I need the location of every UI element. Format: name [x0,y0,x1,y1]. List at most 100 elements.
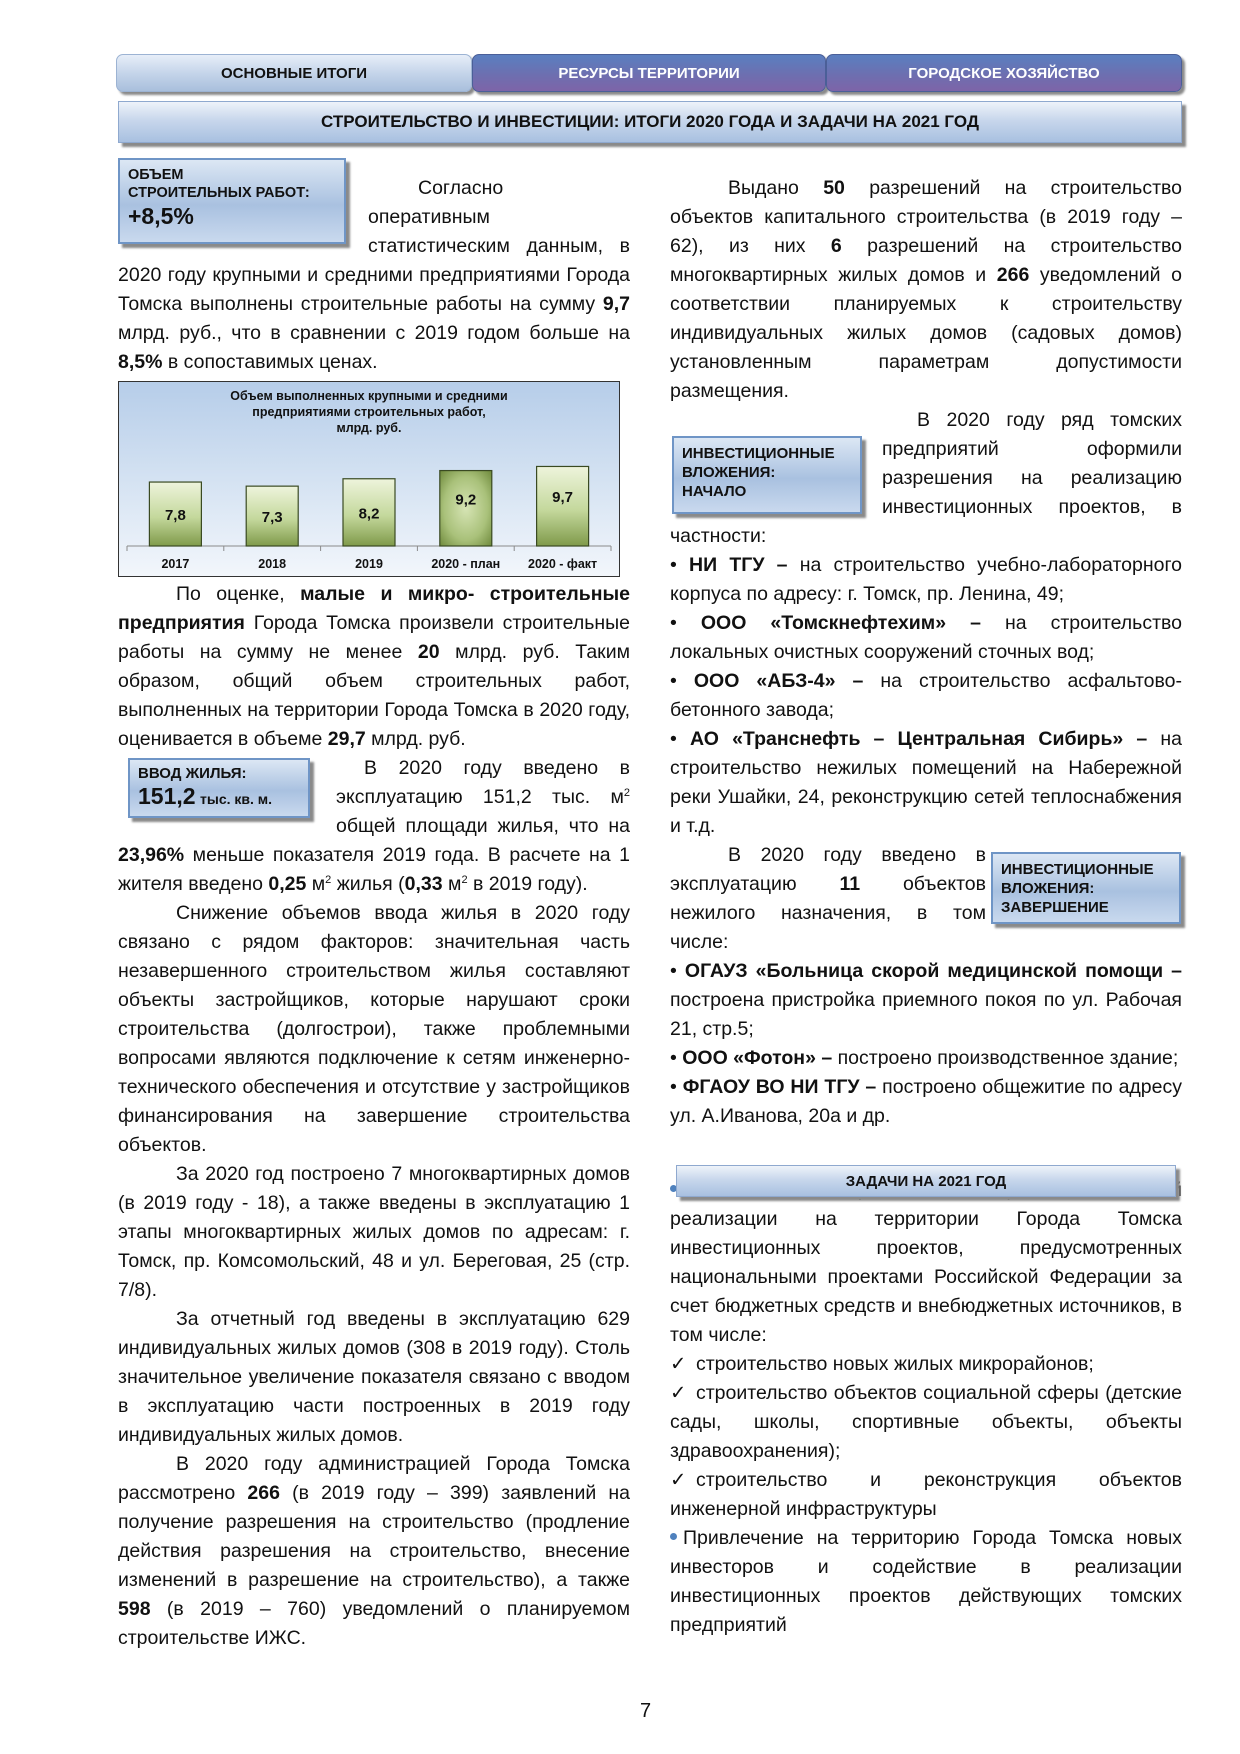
text-run: в сопоставимых ценах. [162,351,378,373]
callout-value: +8,5% [128,203,194,229]
item-text: на строительство асфальтово-бетонного за… [670,670,1182,721]
bold-value: 11 [839,873,861,895]
x-tick-label: 2019 [355,557,383,571]
bullet-dot-icon [670,1185,677,1192]
paragraph-permits-reviewed: В 2020 году администрацией Города Томска… [118,1450,630,1653]
x-tick-label: 2020 - факт [528,557,597,571]
paragraph-individual-houses: За отчетный год введены в эксплуатацию 6… [118,1308,630,1446]
callout-label: СТРОИТЕЛЬНЫХ РАБОТ: [128,185,310,201]
text-run: м [306,873,326,895]
bar-value-label: 8,2 [359,505,380,522]
bold-value: 0,33 [404,873,443,895]
bar-2017 [148,481,202,547]
item-text: на строительство локальных очистных соор… [670,612,1183,663]
subtask-text: строительство новых жилых микрорайонов; [696,1353,1094,1375]
text-run: объектов нежилого назначения, в том числ… [670,873,987,953]
item-text: на строительство учебно-лабораторного ко… [670,554,1182,605]
text-run: (в 2019 году – 399) заявлений на получен… [118,1482,630,1591]
list-item: • ООО «Фотон» – построено производственн… [670,1047,1179,1069]
paragraph-construction-volume: Согласно оперативным статистическим данн… [118,174,630,377]
item-text: построено производственное здание; [832,1047,1179,1069]
bar-value-label: 7,3 [262,509,283,526]
paragraph-text: Согласно оперативным статистическим данн… [118,174,630,377]
tab-label: ГОРОДСКОЕ ХОЗЯЙСТВО [908,64,1100,82]
bold-value: 266 [247,1482,280,1504]
callout-construction-volume: ОБЪЕМ СТРОИТЕЛЬНЫХ РАБОТ: +8,5% [118,158,346,244]
paragraph-text: В 2020 году введено в эксплуатацию 151,2… [118,754,630,899]
text-run: В 2020 году ряд томских предприятий офор… [670,409,1182,547]
superscript: 2 [325,874,332,886]
text-run: В 2020 году введено в эксплуатацию [670,844,986,895]
checkmark-icon: ✓ [670,1353,687,1375]
x-tick-label: 2018 [258,557,286,571]
tab-main-results[interactable]: ОСНОВНЫЕ ИТОГИ [116,54,472,92]
callout-value: 151,2 [138,783,196,809]
callout-label: ЗАВЕРШЕНИЕ [1001,899,1109,916]
bar-2018 [245,485,299,547]
subtask-item: ✓ строительство новых жилых микрорайонов; [670,1350,1182,1379]
text-run: м [442,873,462,895]
subtask-item: ✓строительство объектов социальной сферы… [670,1379,1182,1466]
tab-territory-resources[interactable]: РЕСУРСЫ ТЕРРИТОРИИ [472,54,826,92]
paragraph-text: По оценке, малые и микро- строительные п… [118,580,630,754]
tab-label: РЕСУРСЫ ТЕРРИТОРИИ [558,64,740,82]
org-name: ООО «Томскнефтехим» – [700,612,981,634]
tab-label: ОСНОВНЫЕ ИТОГИ [220,64,368,82]
text-run: В 2020 году администрацией Города Томска… [118,1453,630,1504]
bar-2019 [342,478,396,547]
subtask-text: строительство и реконструкция объектов и… [670,1469,1182,1520]
task-item: Обеспечение в рамках имеющихся полномочи… [670,1176,1182,1350]
section-title: СТРОИТЕЛЬСТВО И ИНВЕСТИЦИИ: ИТОГИ 2020 Г… [321,112,979,131]
text-run: уведомлений о соответствии планируемых к… [670,264,1182,402]
tab-city-economy[interactable]: ГОРОДСКОЕ ХОЗЯЙСТВО [826,54,1182,92]
callout-label: ВЛОЖЕНИЯ: [1001,880,1095,897]
callout-label: ИНВЕСТИЦИОННЫЕ [682,445,835,462]
subtask-item: ✓строительство и реконструкция объектов … [670,1466,1182,1524]
callout-spacer [118,174,368,261]
list-item: • АО «Транснефть – Центральная Сибирь» –… [670,728,1182,837]
bold-phrase: малые и микро- строительные предприятия [118,583,630,634]
text-run: Города Томска произвели строительные раб… [118,612,630,663]
bold-value: 9,7 [602,293,630,315]
chart-title: Объем выполненных крупными и средними пр… [119,388,619,436]
callout-housing: ВВОД ЖИЛЬЯ: 151,2 тыс. кв. м. [128,758,310,818]
bold-value: 29,7 [327,728,366,750]
item-text: построено общежитие по адресу ул. А.Иван… [670,1076,1182,1127]
bold-value: 50 [823,177,845,199]
text-run: жилья ( [331,873,405,895]
bold-value: 8,5% [118,351,163,373]
list-item: • ООО «Томскнефтехим» – на строительство… [670,612,1183,663]
callout-investment-end: ИНВЕСТИЦИОННЫЕ ВЛОЖЕНИЯ: ЗАВЕРШЕНИЕ [991,852,1181,924]
text-run: разрешений на строительство объектов кап… [670,177,1182,257]
callout-investment-start: ИНВЕСТИЦИОННЫЕ ВЛОЖЕНИЯ: НАЧАЛО [672,436,862,514]
paragraph-apartment-buildings: За 2020 год построено 7 многоквартирных … [118,1163,630,1301]
bold-value: 266 [996,264,1030,286]
chart-title-line: млрд. руб. [336,421,402,435]
task-text: Привлечение на территорию Города Томска … [670,1527,1182,1636]
bar-value-label: 9,2 [455,491,476,508]
paragraph-housing: В 2020 году введено в эксплуатацию 151,2… [118,754,630,1653]
bold-value: 23,96% [118,844,185,866]
bold-value: 6 [830,235,842,257]
investment-start-list: • НИ ТГУ – на строительство учебно-лабор… [670,551,1182,841]
bar-value-label: 7,8 [165,507,186,524]
section-title-bar: СТРОИТЕЛЬСТВО И ИНВЕСТИЦИИ: ИТОГИ 2020 Г… [118,101,1182,143]
tasks-title: ЗАДАЧИ НА 2021 ГОД [845,1172,1007,1190]
paragraph-investment-start: В 2020 году ряд томских предприятий офор… [670,406,1182,551]
org-name: ООО «АБЗ-4» – [693,670,864,692]
callout-label: ОБЪЕМ [128,167,184,183]
bold-value: 0,25 [268,873,307,895]
x-tick-label: 2017 [161,557,189,571]
subtask-text: строительство объектов социальной сферы … [670,1382,1182,1462]
bar-2020-факт [536,465,590,547]
bullet-dot-icon [670,1533,677,1540]
paragraph-small-enterprises: По оценке, малые и микро- строительные п… [118,580,630,754]
text-run: млрд. руб. [365,728,466,750]
x-tick-label: 2020 - план [431,557,500,571]
item-text: построена пристройка приемного покоя по … [670,989,1182,1040]
paragraph-housing-decline: Снижение объемов ввода жилья в 2020 году… [118,902,630,1156]
text-run: меньше показателя 2019 года. В расчете н… [118,844,630,895]
checkmark-icon: ✓ [670,1469,687,1491]
superscript: 2 [461,874,468,886]
